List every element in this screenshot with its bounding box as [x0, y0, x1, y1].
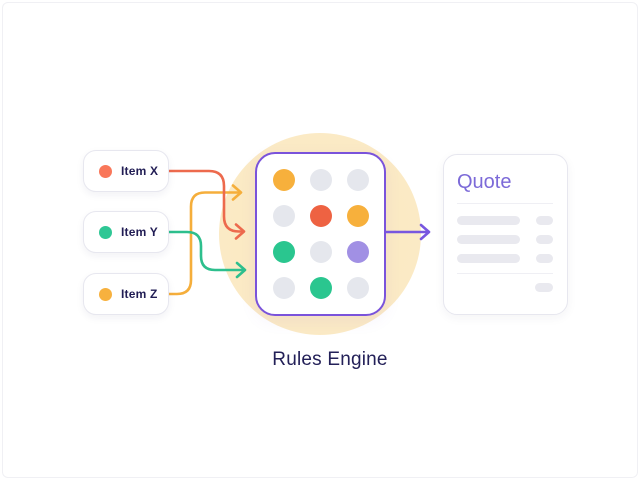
grid-dot-gray — [309, 241, 332, 263]
grid-dot-gray — [272, 277, 295, 299]
grid-dot-amber — [272, 169, 295, 191]
grid-dot-gray — [346, 277, 369, 299]
grid-dot-coral — [309, 205, 332, 227]
rules-engine-box — [255, 152, 386, 316]
quote-line-amount-placeholder — [536, 254, 553, 263]
quote-line-description-placeholder — [457, 235, 520, 244]
quote-line-rows — [457, 216, 553, 263]
quote-title: Quote — [457, 171, 512, 193]
quote-line-row — [457, 216, 553, 225]
item-card-x: Item X — [83, 150, 169, 192]
quote-line-amount-placeholder — [536, 216, 553, 225]
grid-dot-gray — [309, 169, 332, 191]
quote-divider-top — [457, 203, 553, 204]
quote-line-amount-placeholder — [536, 235, 553, 244]
grid-dot-purple — [346, 241, 369, 263]
grid-dot-green — [272, 241, 295, 263]
grid-dot-amber — [346, 205, 369, 227]
grid-dot-gray — [272, 205, 295, 227]
quote-line-description-placeholder — [457, 254, 520, 263]
quote-divider-bottom — [457, 273, 553, 274]
grid-dot-gray — [346, 169, 369, 191]
item-card-y: Item Y — [83, 211, 169, 253]
quote-card: Quote — [443, 154, 568, 315]
quote-total-amount-placeholder — [535, 283, 553, 292]
quote-line-row — [457, 254, 553, 263]
item-y-label: Item Y — [121, 225, 158, 239]
item-x-label: Item X — [121, 164, 159, 178]
grid-dot-green — [309, 277, 332, 299]
quote-total-row — [457, 283, 553, 292]
item-z-dot-icon — [99, 287, 112, 301]
arrow-output-head — [419, 223, 431, 241]
quote-line-row — [457, 235, 553, 244]
quote-line-description-placeholder — [457, 216, 520, 225]
item-x-dot-icon — [99, 164, 112, 178]
engine-label: Rules Engine — [272, 349, 388, 370]
item-z-label: Item Z — [121, 287, 158, 301]
item-card-z: Item Z — [83, 273, 169, 315]
item-y-dot-icon — [99, 225, 112, 239]
